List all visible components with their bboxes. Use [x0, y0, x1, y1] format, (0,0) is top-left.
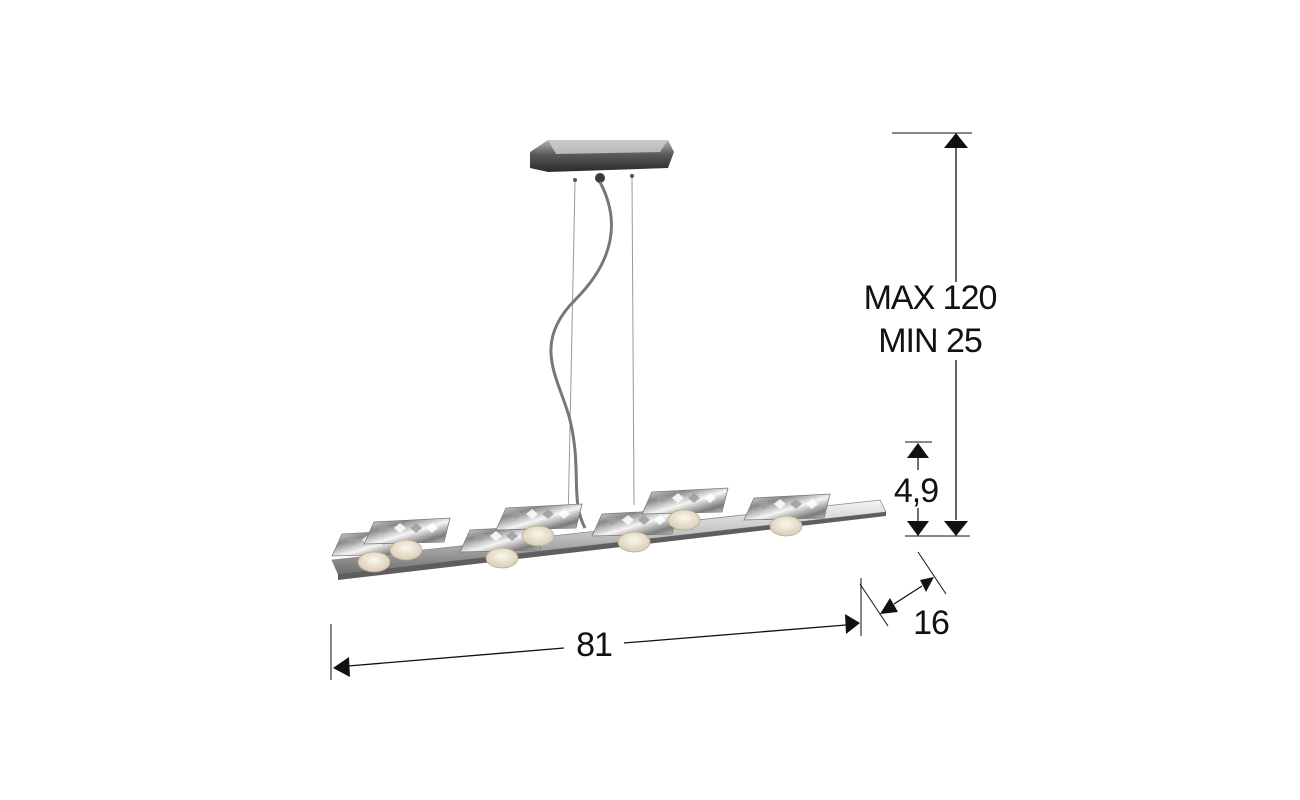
- crystal-facet: [688, 493, 700, 503]
- suspension-wire-left: [567, 181, 576, 526]
- crystal-facet: [558, 509, 570, 519]
- crystal-facet: [346, 535, 358, 545]
- arrow-left-icon: [333, 657, 350, 677]
- crystal-facet: [704, 493, 716, 503]
- power-cable: [549, 181, 613, 529]
- crystal-facet: [426, 523, 438, 533]
- height-dimension: MAX 120 MIN 25: [864, 132, 998, 537]
- height-max-label: MAX 120: [864, 279, 997, 317]
- bulb-icon: [617, 531, 651, 553]
- width-dimension: 81: [330, 578, 862, 680]
- crystal-facet: [506, 531, 518, 541]
- arrow-up-icon: [907, 443, 929, 458]
- body-height-dimension: 4,9: [894, 441, 939, 536]
- arrow-down-icon: [944, 521, 968, 536]
- light-module: [363, 517, 451, 561]
- crystal-facet: [410, 523, 422, 533]
- crystal-facet: [774, 499, 786, 509]
- arrow-down-icon: [907, 521, 929, 536]
- crystal-facet: [510, 509, 522, 519]
- crystal-facet: [474, 531, 486, 541]
- bulb-icon: [485, 547, 519, 569]
- suspension-wire-right: [631, 177, 635, 506]
- crystal-facet: [526, 509, 538, 519]
- bulb-icon: [389, 539, 423, 561]
- crystal-facet: [394, 523, 406, 533]
- light-module: [641, 487, 729, 531]
- bulb-icon: [521, 525, 555, 547]
- arrow-right-icon: [845, 614, 860, 634]
- crystal-facet: [672, 493, 684, 503]
- arrow-up-icon: [944, 133, 968, 148]
- light-module: [591, 509, 679, 553]
- crystal-facet: [806, 499, 818, 509]
- crystal-facet: [542, 509, 554, 519]
- height-min-label: MIN 25: [878, 322, 982, 360]
- crystal-facet: [490, 531, 502, 541]
- depth-label: 16: [913, 604, 949, 642]
- crystal-facet: [638, 515, 650, 525]
- ceiling-canopy: [530, 140, 674, 183]
- light-module: [743, 493, 831, 537]
- crystal-facet: [606, 515, 618, 525]
- crystal-facet: [790, 499, 802, 509]
- cable-grip: [595, 173, 605, 183]
- bulb-icon: [357, 551, 391, 573]
- light-module: [495, 503, 583, 547]
- bulb-icon: [769, 515, 803, 537]
- pendant-lamp-illustration: [331, 140, 887, 580]
- body-height-label: 4,9: [894, 472, 938, 510]
- arrow-left-icon: [880, 598, 898, 614]
- crystal-facet: [656, 493, 668, 503]
- crystal-facet: [622, 515, 634, 525]
- width-label: 81: [576, 626, 612, 664]
- depth-dimension: 16: [859, 551, 950, 642]
- arrow-right-icon: [920, 577, 934, 592]
- bulb-icon: [667, 509, 701, 531]
- crystal-facet: [758, 499, 770, 509]
- crystal-facet: [654, 515, 666, 525]
- light-modules: [331, 487, 831, 573]
- crystal-facet: [378, 523, 390, 533]
